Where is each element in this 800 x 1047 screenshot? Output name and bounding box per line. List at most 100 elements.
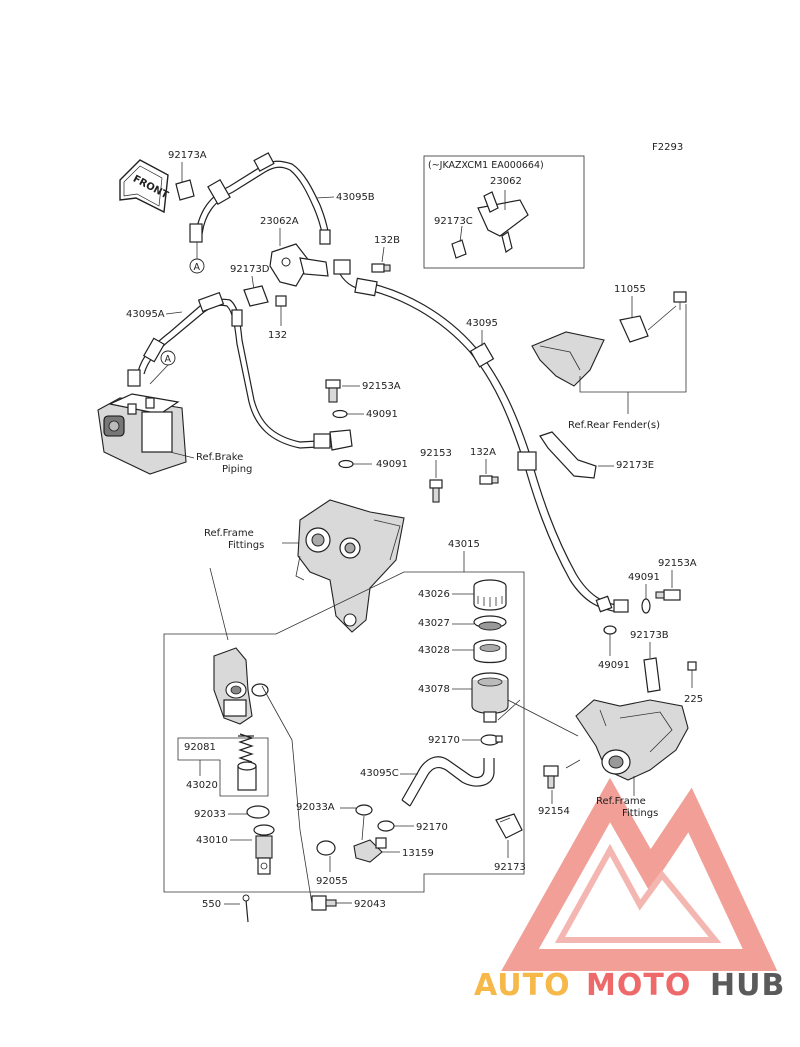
group-43020-outline <box>177 737 269 797</box>
inset-box <box>423 155 585 269</box>
clamp-92173 <box>495 813 523 839</box>
label-92173: 92173 <box>494 862 526 873</box>
watermark-auto: AUTO <box>474 968 571 1003</box>
abs-unit <box>97 393 187 475</box>
callout-a-top-label: A <box>194 262 201 273</box>
label-49091-top: 49091 <box>366 409 398 420</box>
bolt-11055 <box>673 291 687 310</box>
inset-note: (~JKAZXCM1 EA000664) <box>428 160 544 171</box>
label-132: 132 <box>268 330 287 341</box>
label-132B: 132B <box>374 235 400 246</box>
label-92173C: 92173C <box>434 216 473 227</box>
ref-frame2-line2: Fittings <box>622 808 658 819</box>
washer-49091-right2 <box>603 625 617 635</box>
hose-43095 <box>354 277 629 613</box>
group-43015-outline <box>163 571 525 893</box>
label-92153A-right: 92153A <box>658 558 697 569</box>
push-rod-43010 <box>253 824 275 875</box>
front-arrow-icon: FRONT <box>119 159 170 214</box>
ref-brake-line1: Ref.Brake <box>196 452 243 463</box>
label-43095: 43095 <box>466 318 498 329</box>
hose-43095C <box>401 756 495 807</box>
label-92055: 92055 <box>316 876 348 887</box>
label-92033A: 92033A <box>296 802 335 813</box>
label-23062: 23062 <box>490 176 522 187</box>
clip-92173B <box>643 657 661 693</box>
washer-49091-mid <box>338 459 354 469</box>
figure-code: F2293 <box>652 142 683 153</box>
master-cylinder-body <box>213 647 269 725</box>
piston-43020 <box>237 761 257 791</box>
label-92173E: 92173E <box>616 460 654 471</box>
bolt-225 <box>687 661 697 688</box>
frame-fitting-upper <box>295 499 405 633</box>
pin-92043 <box>311 895 337 911</box>
clamp-92170-a <box>480 734 503 746</box>
label-92170-b: 92170 <box>416 822 448 833</box>
label-92173D: 92173D <box>230 264 270 275</box>
circlip-92033A <box>355 804 373 816</box>
spring-92081 <box>238 733 254 763</box>
clip-92173D <box>243 285 269 307</box>
label-11055: 11055 <box>614 284 646 295</box>
bolt-132 <box>275 295 287 326</box>
label-92081: 92081 <box>184 742 216 753</box>
hose-43095A <box>127 291 353 451</box>
washer-49091-right1 <box>641 598 651 614</box>
label-43095A: 43095A <box>126 309 165 320</box>
label-92043: 92043 <box>354 899 386 910</box>
label-43026: 43026 <box>418 589 450 600</box>
watermark-text: AUTO MOTO HUB <box>474 968 784 1003</box>
label-92154: 92154 <box>538 806 570 817</box>
label-132A: 132A <box>470 447 496 458</box>
bolt-92154 <box>543 765 559 789</box>
watermark-logo <box>501 777 778 971</box>
washer-49091-top <box>332 409 348 419</box>
banjo-bolt-92153A-right <box>655 589 681 601</box>
label-92170-a: 92170 <box>428 735 460 746</box>
diaphragm-43028 <box>473 639 507 664</box>
label-43028: 43028 <box>418 645 450 656</box>
label-43095B: 43095B <box>336 192 375 203</box>
callout-a-mid-label: A <box>165 354 172 365</box>
diaphragm-plate-43027 <box>473 615 507 631</box>
label-23062A: 23062A <box>260 216 299 227</box>
label-43078: 43078 <box>418 684 450 695</box>
label-92153A-top: 92153A <box>362 381 401 392</box>
clip-11055 <box>619 315 649 343</box>
label-92173B: 92173B <box>630 630 669 641</box>
label-43020: 43020 <box>186 780 218 791</box>
ref-frame1-line2: Fittings <box>228 540 264 551</box>
bolt-132B <box>371 263 391 273</box>
label-43010: 43010 <box>196 835 228 846</box>
rear-fender <box>531 331 605 387</box>
label-49091-right1: 49091 <box>628 572 660 583</box>
cotter-pin-550 <box>242 894 250 923</box>
label-92153: 92153 <box>420 448 452 459</box>
ref-rear-fender: Ref.Rear Fender(s) <box>568 420 660 431</box>
hose-joint-13159 <box>353 837 387 863</box>
reservoir-cap-43026 <box>473 579 507 611</box>
label-43027: 43027 <box>418 618 450 629</box>
label-225: 225 <box>684 694 703 705</box>
label-92033: 92033 <box>194 809 226 820</box>
banjo-bolt-92153A-top <box>325 379 341 403</box>
clamp-92173E <box>539 431 597 479</box>
bolt-132A <box>479 475 499 485</box>
label-49091-mid: 49091 <box>376 459 408 470</box>
label-13159: 13159 <box>402 848 434 859</box>
inset-bracket <box>451 190 529 259</box>
label-43095C: 43095C <box>360 768 399 779</box>
circlip-92033 <box>246 805 270 819</box>
ref-frame1-line1: Ref.Frame <box>204 528 254 539</box>
hose-43095B <box>189 152 331 245</box>
label-43015: 43015 <box>448 539 480 550</box>
frame-fitting-lower <box>575 699 689 781</box>
bracket-23062A <box>269 243 369 291</box>
watermark-moto: MOTO <box>586 968 691 1003</box>
ref-brake-line2: Piping <box>222 464 252 475</box>
reservoir-43078 <box>471 672 509 723</box>
clamp-92170-b <box>377 820 395 832</box>
